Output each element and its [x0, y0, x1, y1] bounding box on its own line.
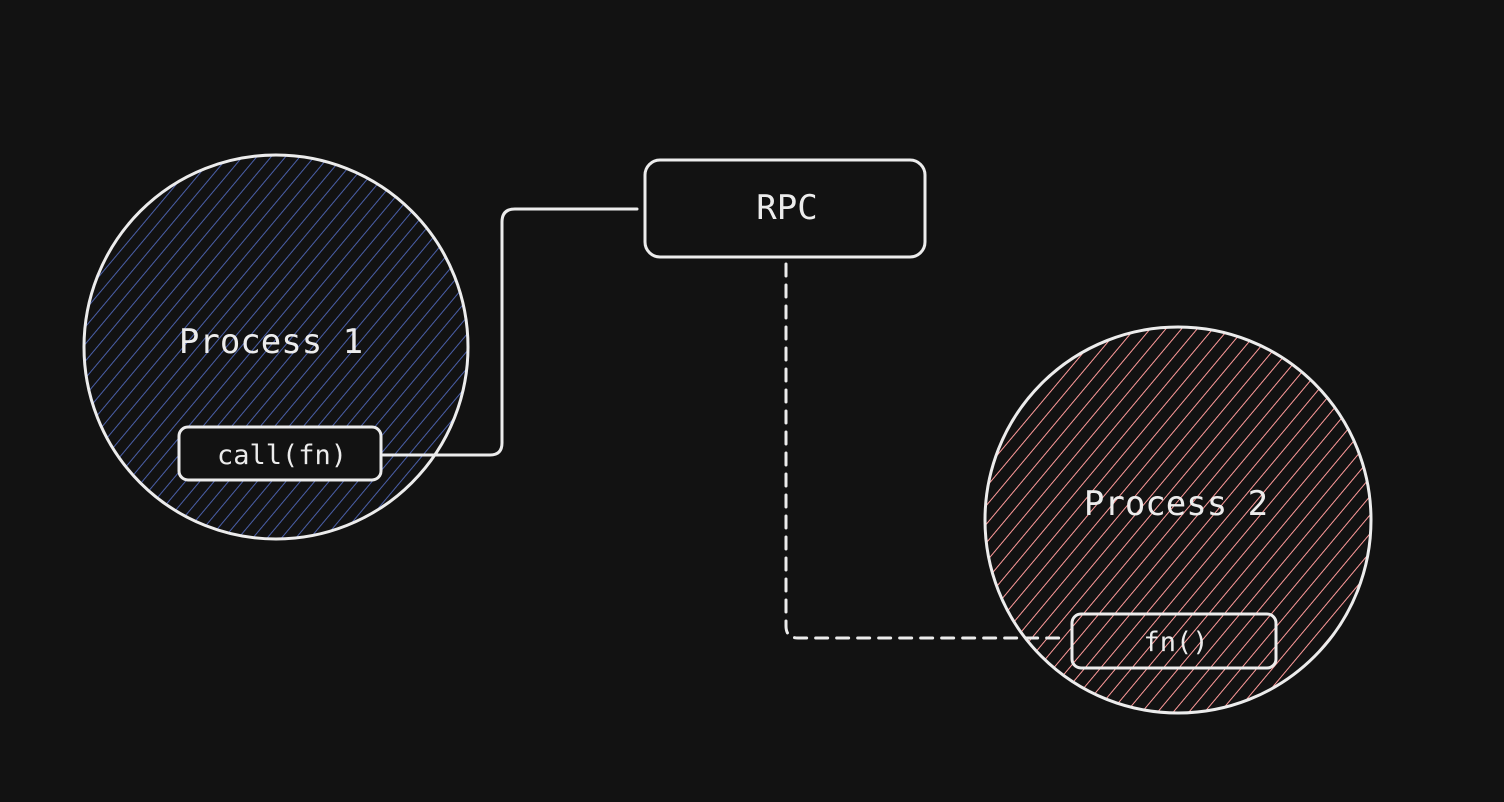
call-fn-box — [177, 425, 383, 482]
call-fn-label: call(fn) — [217, 440, 347, 471]
rpc-box — [643, 158, 927, 259]
fn-node[interactable]: fn() — [1070, 612, 1278, 670]
rpc-label: RPC — [756, 188, 817, 228]
connector-call-to-rpc[interactable] — [381, 207, 639, 457]
fn-box — [1070, 612, 1278, 670]
rpc-node[interactable]: RPC — [643, 158, 927, 259]
process-1-label: Process 1 — [179, 322, 363, 362]
fn-label: fn() — [1143, 627, 1208, 658]
connector-rpc-to-fn-dashed[interactable] — [784, 262, 1064, 640]
call-fn-node[interactable]: call(fn) — [177, 425, 383, 482]
process-2-label: Process 2 — [1084, 484, 1268, 524]
